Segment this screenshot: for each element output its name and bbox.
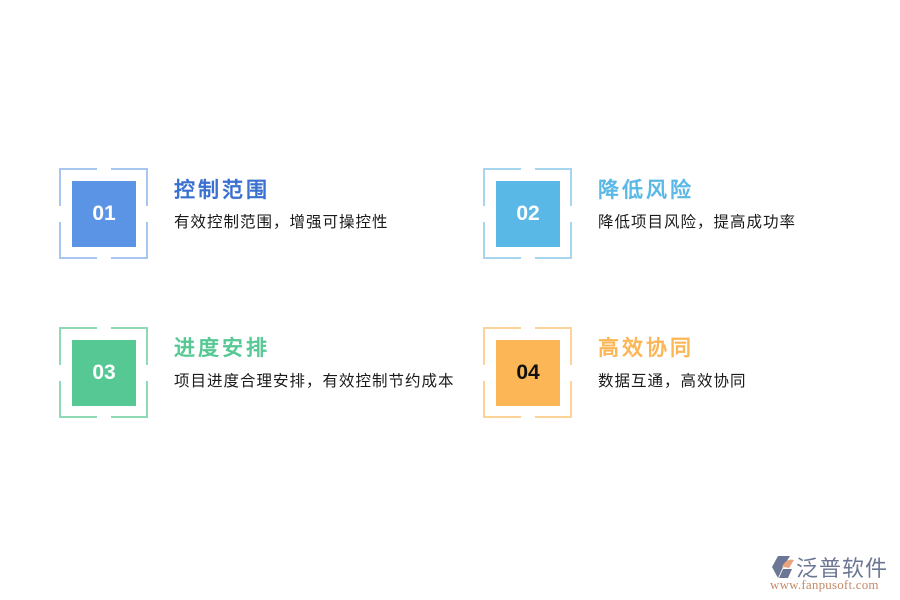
number-tile-01: 01 bbox=[72, 181, 136, 247]
frame-segment bbox=[59, 380, 61, 418]
frame-segment bbox=[534, 168, 572, 170]
fanpu-logo-icon bbox=[772, 556, 794, 578]
title-02: 降低风险 bbox=[598, 178, 694, 202]
frame-segment bbox=[570, 380, 572, 418]
description-03: 项目进度合理安排，有效控制节约成本 bbox=[174, 372, 455, 390]
frame-segment bbox=[483, 327, 485, 365]
frame-segment bbox=[110, 416, 148, 418]
frame-segment bbox=[146, 168, 148, 206]
frame-segment bbox=[146, 221, 148, 259]
frame-segment bbox=[483, 168, 521, 170]
title-03: 进度安排 bbox=[174, 336, 270, 360]
frame-segment bbox=[483, 257, 521, 259]
number-tile-03: 03 bbox=[72, 340, 136, 406]
frame-segment bbox=[483, 327, 521, 329]
title-04: 高效协同 bbox=[598, 336, 694, 360]
frame-segment bbox=[59, 257, 97, 259]
description-02: 降低项目风险，提高成功率 bbox=[598, 213, 797, 231]
number-tile-02: 02 bbox=[496, 181, 560, 247]
description-04: 数据互通，高效协同 bbox=[598, 372, 747, 390]
frame-segment bbox=[534, 257, 572, 259]
frame-segment bbox=[534, 416, 572, 418]
frame-segment bbox=[146, 380, 148, 418]
frame-01 bbox=[59, 168, 148, 259]
frame-segment bbox=[146, 327, 148, 365]
frame-segment bbox=[59, 221, 61, 259]
logo-brand-text: 泛普软件 bbox=[796, 557, 889, 582]
title-01: 控制范围 bbox=[174, 178, 270, 202]
description-01: 有效控制范围，增强可操控性 bbox=[174, 213, 389, 231]
frame-03 bbox=[59, 327, 148, 418]
frame-segment bbox=[483, 168, 485, 206]
frame-segment bbox=[59, 168, 61, 206]
frame-segment bbox=[483, 416, 521, 418]
logo-url-text: www.fanpusoft.com bbox=[770, 577, 879, 592]
frame-segment bbox=[110, 168, 148, 170]
number-tile-04: 04 bbox=[496, 340, 560, 406]
frame-segment bbox=[59, 168, 97, 170]
frame-segment bbox=[570, 327, 572, 365]
frame-segment bbox=[483, 221, 485, 259]
frame-segment bbox=[570, 221, 572, 259]
fanpu-logo: 泛普软件 www.fanpusoft.com bbox=[770, 553, 895, 598]
frame-segment bbox=[110, 257, 148, 259]
frame-02 bbox=[483, 168, 572, 259]
frame-segment bbox=[483, 380, 485, 418]
frame-segment bbox=[534, 327, 572, 329]
frame-04 bbox=[483, 327, 572, 418]
frame-segment bbox=[59, 416, 97, 418]
frame-segment bbox=[59, 327, 97, 329]
frame-segment bbox=[570, 168, 572, 206]
frame-segment bbox=[59, 327, 61, 365]
frame-segment bbox=[110, 327, 148, 329]
